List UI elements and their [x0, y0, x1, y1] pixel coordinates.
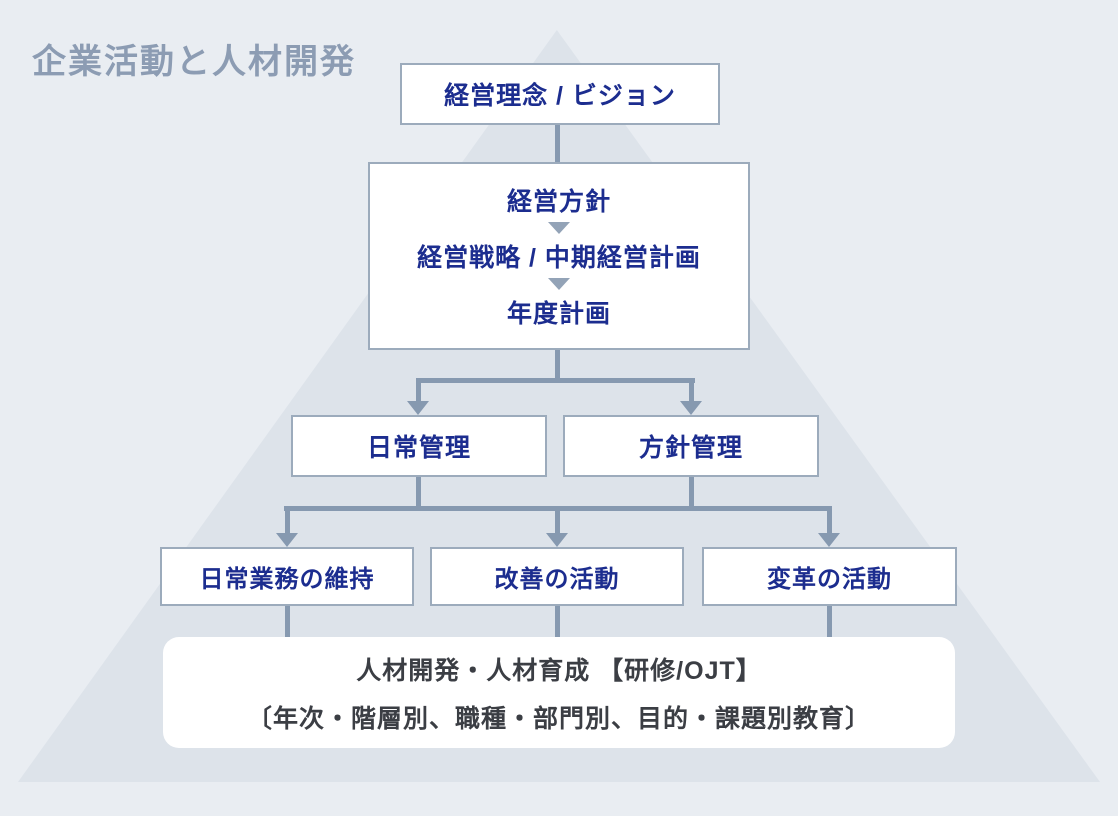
connector-line	[689, 475, 694, 509]
node-daily-management: 日常管理	[291, 415, 547, 477]
arrow-down-icon	[276, 533, 298, 547]
node-label: 日常業務の維持	[199, 566, 375, 593]
node-label: 方針管理	[638, 434, 743, 462]
arrow-down-icon	[546, 533, 568, 547]
node-label: 年度計画	[506, 300, 611, 328]
arrow-down-icon	[680, 401, 702, 415]
connector-line	[416, 378, 421, 403]
node-label: 経営戦略 / 中期経営計画	[417, 244, 701, 272]
page-title: 企業活動と人材開発	[32, 43, 356, 81]
connector-line	[827, 604, 832, 640]
node-management-philosophy: 経営理念 / ビジョン	[400, 63, 720, 125]
node-transformation-activities: 変革の活動	[702, 547, 957, 606]
arrow-down-icon	[818, 533, 840, 547]
hr-development-line1: 人材開発・人材育成 【研修/OJT】	[356, 656, 762, 685]
down-triangle-icon	[548, 222, 570, 234]
connector-line	[416, 378, 695, 383]
connector-line	[555, 506, 560, 534]
node-label: 日常管理	[366, 434, 471, 462]
hr-development-line2: 〔年次・階層別、職種・部門別、目的・課題別教育〕	[246, 704, 871, 733]
node-label: 変革の活動	[767, 566, 892, 593]
connector-line	[555, 348, 560, 381]
node-improvement-activities: 改善の活動	[430, 547, 684, 606]
node-policy-management: 方針管理	[563, 415, 819, 477]
down-triangle-icon	[548, 278, 570, 290]
node-plan-stack: 経営方針 経営戦略 / 中期経営計画 年度計画	[368, 162, 750, 350]
node-label: 改善の活動	[494, 566, 620, 593]
connector-line	[416, 475, 421, 509]
connector-line	[827, 506, 832, 534]
connector-line	[285, 604, 290, 640]
node-label: 経営方針	[506, 188, 611, 216]
connector-line	[555, 124, 560, 164]
connector-line	[285, 506, 290, 534]
node-label: 経営理念 / ビジョン	[444, 82, 676, 110]
node-maintain-daily-operations: 日常業務の維持	[160, 547, 414, 606]
node-hr-development: 人材開発・人材育成 【研修/OJT】 〔年次・階層別、職種・部門別、目的・課題別…	[163, 637, 955, 748]
connector-line	[555, 604, 560, 640]
arrow-down-icon	[407, 401, 429, 415]
connector-line	[689, 378, 694, 403]
